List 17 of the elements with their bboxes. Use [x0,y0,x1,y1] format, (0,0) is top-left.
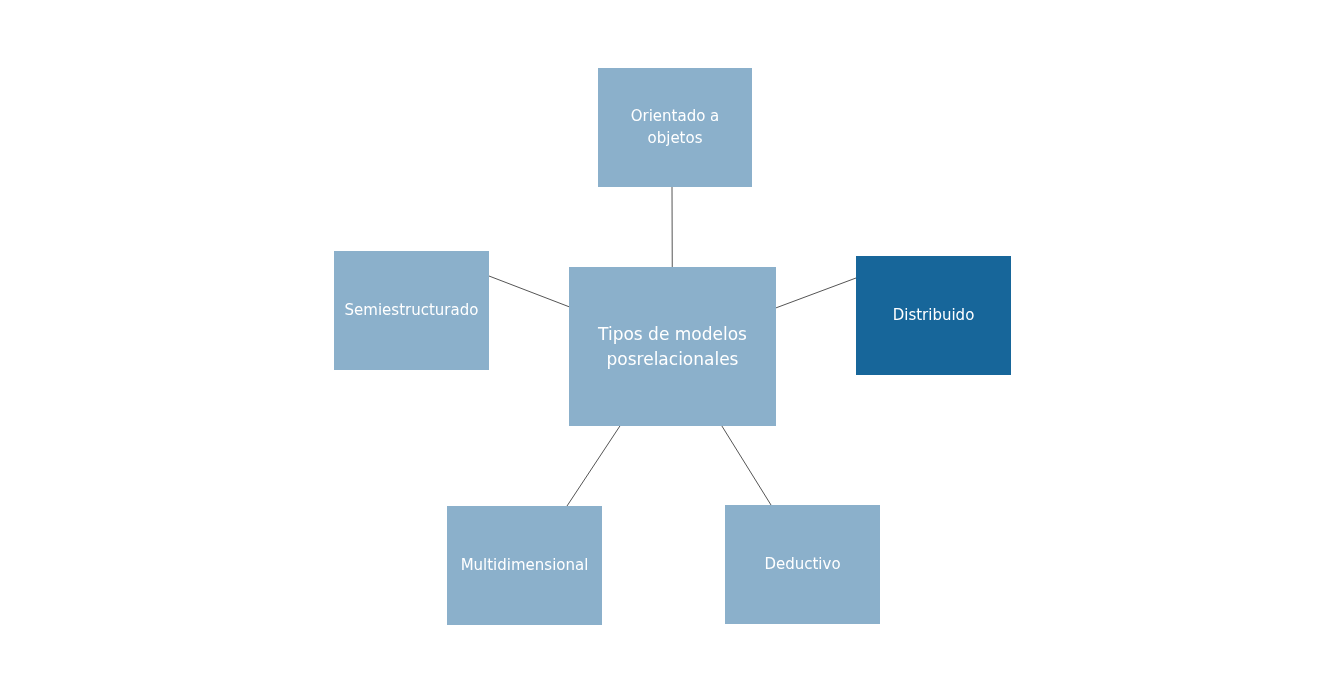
connector-line [566,425,621,507]
topic-label: Semiestructurado [344,299,479,321]
connector-line [488,275,570,308]
topic-box [856,256,1011,375]
topic-label: Deductivo [764,553,841,575]
topic-box [447,506,602,625]
topic-label: Tipos de modelos posrelacionales [597,322,748,371]
topic-label: Multidimensional [460,554,589,576]
topic-label: Distribuido [892,304,975,326]
connector-line [671,186,673,268]
topic-label: Orientado a objetos [629,105,721,149]
connector-line [721,425,772,506]
topic-box [569,267,776,426]
topic-box [725,505,880,624]
connector-line [775,277,857,309]
topic-box [334,251,489,370]
topic-box [598,68,752,187]
